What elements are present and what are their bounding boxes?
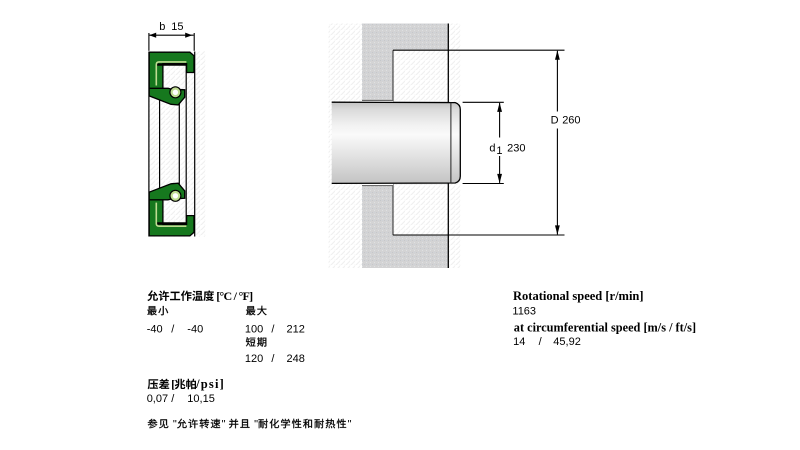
svg-text:120: 120: [245, 353, 263, 365]
svg-text:1: 1: [496, 145, 502, 157]
svg-text:/psi]: /psi]: [195, 377, 225, 391]
svg-text:248: 248: [287, 353, 305, 365]
svg-text:": ": [348, 418, 352, 430]
svg-text:b: b: [159, 21, 165, 33]
svg-text:d: d: [489, 142, 495, 154]
svg-text:/: /: [539, 336, 543, 348]
svg-text:/: /: [171, 324, 175, 336]
svg-text:": ": [222, 418, 226, 430]
svg-text:/: /: [271, 324, 275, 336]
svg-text:[: [: [171, 377, 175, 391]
svg-text:Rotational speed [r/min]: Rotational speed [r/min]: [513, 289, 644, 303]
svg-text:0,07: 0,07: [147, 393, 168, 405]
svg-text:230: 230: [507, 142, 525, 154]
svg-text:-40: -40: [187, 324, 203, 336]
svg-text:1163: 1163: [512, 306, 536, 318]
svg-text:100: 100: [245, 324, 263, 336]
svg-text:at circumferential speed [m/s: at circumferential speed [m/s / ft/s]: [514, 320, 696, 334]
svg-text:": ": [173, 418, 177, 430]
svg-text:/: /: [271, 353, 275, 365]
svg-text:14: 14: [513, 336, 525, 348]
svg-text:D: D: [551, 115, 559, 127]
svg-text:15: 15: [171, 21, 183, 33]
svg-text:10,15: 10,15: [187, 393, 215, 405]
svg-text:[°C / °F]: [°C / °F]: [216, 289, 253, 303]
svg-text:": ": [254, 418, 258, 430]
svg-text:260: 260: [562, 115, 580, 127]
svg-text:/: /: [171, 393, 175, 405]
svg-text:212: 212: [287, 324, 305, 336]
svg-text:-40: -40: [147, 324, 163, 336]
svg-text:45,92: 45,92: [553, 336, 581, 348]
